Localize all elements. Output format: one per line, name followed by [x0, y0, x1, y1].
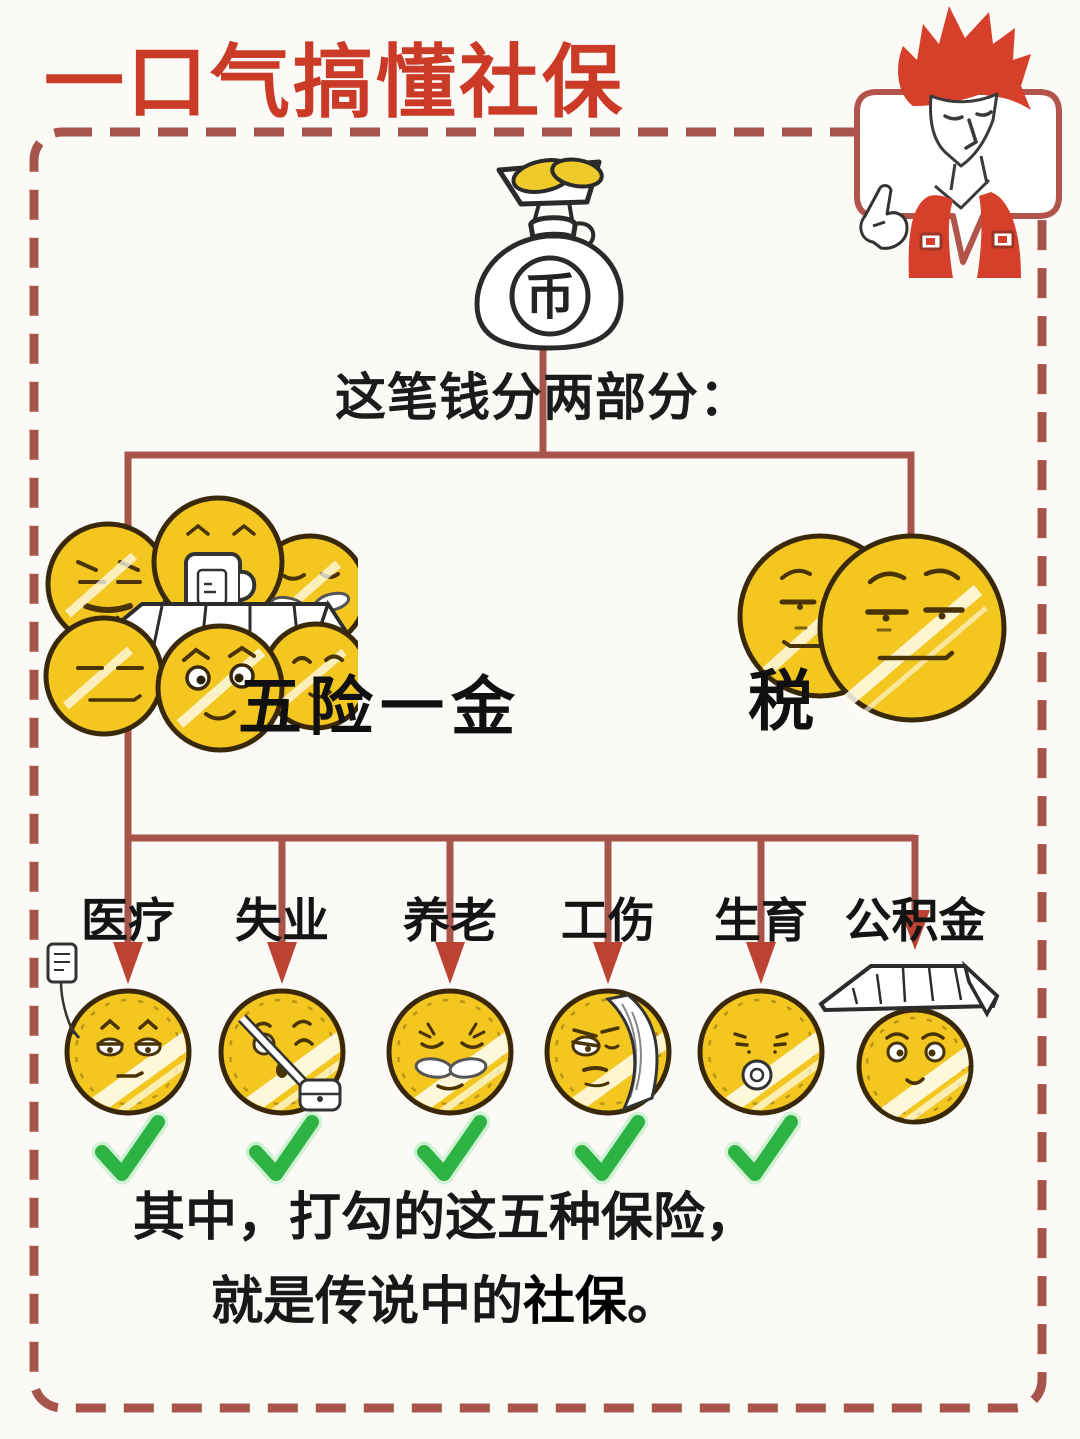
shebao-emphasis: 社保: [522, 1273, 627, 1331]
shoulder-bag-icon: [238, 1014, 342, 1112]
arrow-down-icon: [113, 910, 930, 984]
pension-coin-icon: [386, 988, 514, 1116]
pointing-hand-icon: [859, 184, 909, 250]
category-label-maternity: 生育: [714, 894, 808, 947]
medical-coin-icon: [46, 942, 192, 1116]
five-insurance-coins-icon: [43, 495, 358, 753]
money-bag-icon: 币: [474, 157, 624, 351]
tax-label: 税: [748, 664, 814, 738]
work-injury-coin-icon: [544, 988, 672, 1116]
housing-fund-coin-icon: [818, 960, 1000, 1125]
category-label-pension: 养老: [403, 894, 497, 947]
checkmark-icon: [91, 1111, 168, 1185]
speech-bubble-icon: [854, 89, 1062, 265]
page-title: 一口气搞懂社保: [44, 38, 625, 127]
maternity-coin-icon: [697, 988, 825, 1116]
checkmark-icon: [571, 1111, 648, 1185]
five-insurance-label: 五险一金: [238, 671, 522, 743]
unemployment-coin-icon: [218, 988, 346, 1116]
footer-line1: 其中，打勾的这五种保险，: [132, 1189, 757, 1247]
footer-line2: 就是传说中的社保。: [210, 1273, 680, 1331]
currency-symbol: 币: [525, 269, 575, 325]
category-label-unemployment: 失业: [235, 894, 329, 947]
roof-icon: [818, 960, 1000, 1018]
category-label-housing-fund: 公积金: [844, 894, 986, 947]
category-label-work-injury: 工伤: [561, 894, 655, 947]
iv-drip-icon: [46, 942, 81, 1039]
checkmark-icon: [724, 1111, 801, 1185]
mascot-character: [854, 6, 1062, 278]
bandage-icon: [604, 993, 659, 1112]
mustache-icon: [414, 1057, 488, 1079]
checkmark-icon: [413, 1111, 490, 1185]
tax-coins-icon: [737, 533, 1007, 723]
mascot-vest-icon: [908, 192, 1021, 278]
footer-text: 其中，打勾的这五种保险， 就是传说中的社保。: [15, 1176, 875, 1344]
category-label-medical: 医疗: [81, 894, 175, 947]
checkmark-icon: [245, 1111, 322, 1185]
intro-text: 这笔钱分两部分：: [334, 369, 751, 426]
pacifier-icon: [741, 1059, 773, 1091]
mascot-hair-icon: [898, 6, 1031, 110]
